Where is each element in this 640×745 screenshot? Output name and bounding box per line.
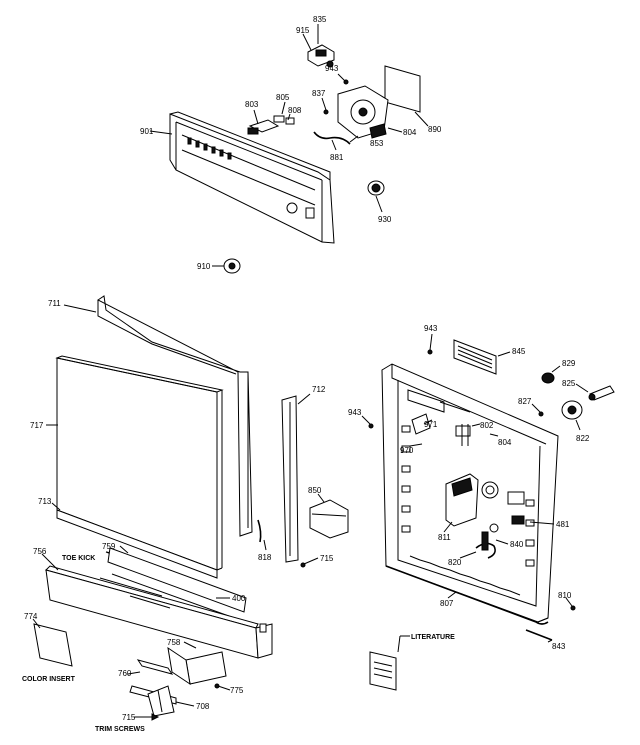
- control-buttons: [187, 137, 232, 160]
- knob-910: [223, 258, 241, 274]
- label-756: 756: [33, 547, 47, 556]
- part-829: [541, 372, 555, 384]
- label-803: 803: [245, 100, 259, 109]
- label-843: 843: [552, 642, 566, 651]
- control-panel: [169, 111, 335, 244]
- label-810: 810: [558, 591, 572, 600]
- label-901: 901: [140, 127, 154, 136]
- label-840: 840: [510, 540, 524, 549]
- label-715-lower: 715: [122, 713, 136, 722]
- label-811: 811: [438, 533, 451, 542]
- part-825: [588, 385, 615, 401]
- control-panel-group: 901 835 915 943 890 804 853: [140, 15, 442, 274]
- label-774: 774: [24, 612, 38, 621]
- label-915: 915: [296, 26, 310, 35]
- label-971: 971: [424, 420, 438, 429]
- label-808: 808: [288, 106, 302, 115]
- toe-kick-plate: [105, 547, 247, 621]
- label-853: 853: [370, 139, 384, 148]
- gasket: [385, 565, 549, 625]
- switch-knob: [307, 44, 335, 68]
- outer-door-group: 711 717 713 712 818 850 715: [22, 295, 349, 733]
- label-760: 760: [118, 669, 132, 678]
- label-712: 712: [312, 385, 326, 394]
- strip-843: [525, 629, 553, 641]
- label-822: 822: [576, 434, 590, 443]
- label-literature: LITERATURE: [411, 634, 455, 641]
- label-943-left: 943: [348, 408, 362, 417]
- latch: [455, 424, 471, 446]
- liner-slots: [401, 425, 535, 567]
- literature-booklet: [369, 651, 397, 691]
- dispenser: [445, 473, 525, 527]
- label-943-top: 943: [325, 64, 339, 73]
- label-943-right: 943: [424, 324, 438, 333]
- label-829: 829: [562, 359, 576, 368]
- label-930: 930: [378, 215, 392, 224]
- label-818: 818: [258, 553, 272, 562]
- label-804-top: 804: [403, 128, 417, 137]
- label-835: 835: [313, 15, 327, 24]
- knob-930: [367, 180, 385, 196]
- label-890: 890: [428, 125, 442, 134]
- label-759: 759: [102, 542, 116, 551]
- label-color-insert: COLOR INSERT: [22, 676, 76, 683]
- bracket-850: [309, 499, 349, 539]
- toe-kick: [45, 565, 273, 659]
- label-708: 708: [196, 702, 210, 711]
- label-715-upper: 715: [320, 554, 334, 563]
- label-713: 713: [38, 497, 52, 506]
- label-400: 400: [232, 594, 246, 603]
- label-837: 837: [312, 89, 326, 98]
- part-971: [411, 413, 431, 435]
- inner-door-group: 845 943 943 829 825 822 827 971: [348, 324, 615, 691]
- bracket-708: [147, 685, 175, 717]
- part-822: [561, 400, 583, 420]
- label-717: 717: [30, 421, 44, 430]
- bracket: [247, 115, 295, 135]
- label-845: 845: [512, 347, 526, 356]
- label-toe-kick: TOE KICK: [62, 555, 95, 562]
- label-805: 805: [276, 93, 290, 102]
- label-trim-screws: TRIM SCREWS: [95, 726, 145, 733]
- label-827: 827: [518, 397, 532, 406]
- label-802: 802: [480, 421, 494, 430]
- timer: [337, 85, 389, 139]
- label-758: 758: [167, 638, 181, 647]
- label-804-right: 804: [498, 438, 512, 447]
- label-820: 820: [448, 558, 462, 567]
- rinse-aid: [475, 531, 496, 559]
- label-970: 970: [400, 446, 414, 455]
- color-insert: [33, 623, 73, 667]
- label-910: 910: [197, 262, 211, 271]
- label-481: 481: [556, 520, 570, 529]
- label-825: 825: [562, 379, 576, 388]
- label-881: 881: [330, 153, 344, 162]
- vent-845: [453, 339, 497, 375]
- bottom-channel: [167, 646, 227, 686]
- label-807: 807: [440, 599, 454, 608]
- label-850: 850: [308, 486, 322, 495]
- label-775: 775: [230, 686, 244, 695]
- label-711: 711: [48, 299, 61, 308]
